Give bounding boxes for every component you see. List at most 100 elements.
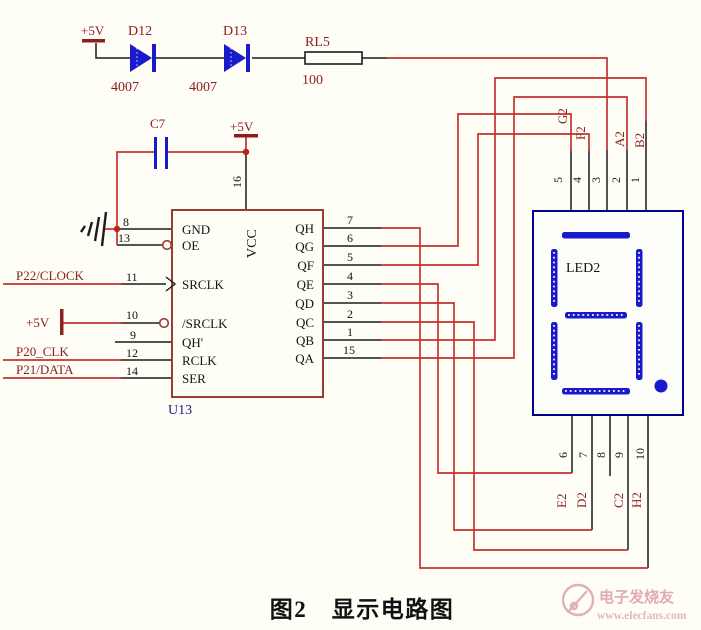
watermark-url: www.elecfans.com [597, 610, 687, 622]
pin10-num: 10 [126, 308, 138, 322]
u13-pin-rclk: RCLK [182, 353, 217, 368]
pin3-num: 3 [347, 288, 353, 302]
wire-qh-h2 [381, 227, 648, 569]
plus5v-label-vcc: +5V [230, 119, 254, 134]
wire-qb-b2 [381, 77, 647, 341]
power-symbol-vcc: +5V [230, 119, 258, 138]
led2-refdes: LED2 [566, 261, 600, 276]
net-a2: A2 [612, 131, 627, 147]
net-p21-data: P21/DATA [16, 362, 74, 377]
clock-input-triangle [165, 276, 177, 292]
d13-value: 4007 [189, 80, 217, 95]
net-b2: B2 [632, 133, 647, 148]
pin1-num: 1 [347, 325, 353, 339]
oe-inverter-bubble [161, 239, 173, 251]
d13-label: D13 [223, 24, 247, 39]
pin13-num: 13 [118, 231, 130, 245]
c7-label: C7 [150, 116, 166, 131]
power-symbol-top: +5V [81, 23, 105, 43]
pin6-num: 6 [347, 231, 353, 245]
segment-a [562, 232, 630, 239]
u13-pin-vcc: VCC [245, 229, 260, 258]
led2-top-num-4: 4 [570, 177, 584, 183]
pin7-num: 7 [347, 213, 353, 227]
led2-bot-num-9: 9 [612, 452, 626, 458]
led2-bot-num-7: 7 [576, 452, 590, 458]
capacitor-c7: C7 [150, 116, 168, 169]
net-d2: D2 [574, 492, 589, 508]
led2-top-num-3: 3 [589, 177, 603, 183]
u13-pin-qc: QC [296, 315, 314, 330]
pin11-num: 11 [126, 270, 138, 284]
segment-dp [654, 379, 668, 393]
u13-pin-qe: QE [297, 277, 314, 292]
black-wires [95, 43, 649, 568]
u13-body [171, 209, 324, 398]
led2-top-num-5: 5 [551, 177, 565, 183]
u13-pin-qf: QF [297, 258, 314, 273]
led2-bot-num-6: 6 [556, 452, 570, 458]
diode-d12: D12 4007 [111, 24, 156, 95]
led2-bot-num-10: 10 [633, 448, 647, 460]
junction-gnd [113, 225, 121, 233]
pin16-num: 16 [230, 176, 244, 188]
d12-label: D12 [128, 24, 152, 39]
c7-plate-right [165, 137, 168, 169]
ground-symbol [80, 211, 108, 247]
segment-f [551, 249, 558, 307]
plus5v-label-top: +5V [81, 23, 105, 38]
ic-u13: GND OE SRCLK /SRCLK QH' RCLK SER QH QG Q… [118, 176, 355, 418]
u13-pin-qd: QD [295, 296, 314, 311]
wire-c7-gnd-rail [116, 151, 154, 245]
rl5-label: RL5 [305, 35, 330, 50]
segment-e [551, 322, 558, 380]
segment-d [562, 388, 630, 395]
resistor-rl5: RL5 100 [302, 35, 363, 88]
wire-qc-c2 [381, 321, 628, 551]
net-e2: E2 [554, 494, 569, 508]
rl5-value: 100 [302, 73, 323, 88]
u13-pin-qg: QG [295, 239, 314, 254]
net-h2: H2 [629, 492, 644, 508]
wire-qd-d2 [381, 302, 592, 531]
u13-pin-qhp: QH' [182, 335, 203, 350]
wire-5v-to-d12 [95, 43, 130, 59]
plus5v-label-left: +5V [26, 315, 50, 330]
u13-pin-gnd: GND [182, 222, 210, 237]
u13-pin-srclk: SRCLK [182, 277, 225, 292]
net-p20-clk: P20_CLK [16, 344, 69, 359]
wire-common-anode [387, 57, 608, 150]
pin14-num: 14 [126, 364, 138, 378]
net-labels-left: P22/CLOCK P20_CLK P21/DATA [16, 268, 85, 377]
d13-cathode-bar [246, 44, 250, 72]
pin5-num: 5 [347, 250, 353, 264]
c7-plate-left [154, 137, 157, 169]
pin8-num: 8 [123, 215, 129, 229]
wire-qe-e2 [381, 283, 572, 474]
d12-value: 4007 [111, 80, 139, 95]
net-f2: F2 [573, 126, 588, 140]
pin12-num: 12 [126, 346, 138, 360]
u13-pin-ser: SER [182, 371, 206, 386]
u13-refdes: U13 [168, 403, 192, 418]
watermark: 电子发烧友 www.elecfans.com [561, 583, 687, 622]
power-symbol-left: +5V [26, 309, 64, 335]
junction-vcc [242, 148, 250, 156]
led2-bot-num-8: 8 [594, 452, 608, 458]
display-led2: LED2 5 4 3 2 1 G2 F2 A2 B2 6 7 8 9 10 E2… [532, 108, 684, 508]
wire-qg-g2 [381, 113, 572, 247]
watermark-brand: 电子发烧友 [599, 588, 674, 606]
segment-c [636, 322, 643, 380]
segment-g [565, 312, 627, 319]
pin2-num: 2 [347, 307, 353, 321]
led2-top-num-1: 1 [628, 177, 642, 183]
pin15-num: 15 [343, 343, 355, 357]
wire-qf-f2 [381, 133, 590, 266]
u13-pin-oe: OE [182, 238, 199, 253]
u13-pin-nsrclk: /SRCLK [182, 316, 228, 331]
figure-caption: 图2 显示电路图 [270, 596, 455, 622]
segment-b [636, 249, 643, 307]
red-wires [3, 57, 648, 569]
